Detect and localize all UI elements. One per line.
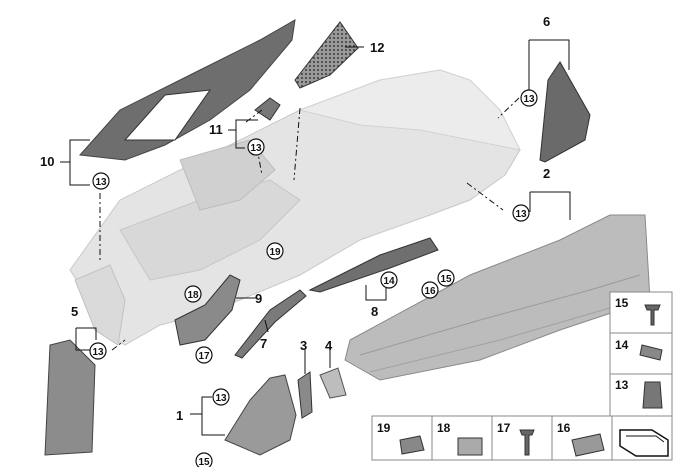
- svg-text:17: 17: [198, 351, 210, 362]
- svg-text:15: 15: [198, 457, 210, 467]
- label-3: 3: [300, 338, 307, 353]
- svg-text:13: 13: [523, 94, 535, 105]
- legend-side: 15 14 13: [609, 291, 673, 418]
- label-4: 4: [325, 338, 333, 353]
- callout-13-part11: 13: [247, 138, 265, 156]
- callout-16: 16: [421, 281, 439, 299]
- legend-17: 17: [497, 421, 511, 435]
- part-1-console-trim: [224, 374, 297, 456]
- part-10-trim-panel: [78, 19, 296, 161]
- label-2: 2: [543, 166, 550, 181]
- part-12-speaker-grille: [294, 21, 359, 89]
- label-11: 11: [209, 122, 223, 137]
- clip-14-icon: [639, 344, 663, 361]
- callout-15-cut: 15: [195, 452, 213, 467]
- svg-text:13: 13: [95, 177, 107, 188]
- part-9-bracket: [174, 274, 241, 346]
- svg-text:19: 19: [269, 247, 281, 258]
- part-4-clip: [319, 367, 347, 399]
- legend-16: 16: [557, 421, 571, 435]
- callout-15: 15: [437, 269, 455, 287]
- legend-14: 14: [615, 338, 629, 352]
- svg-text:13: 13: [515, 209, 527, 220]
- clip-16-icon: [571, 433, 605, 457]
- clip-18-icon: [457, 437, 483, 456]
- callout-18: 18: [184, 285, 202, 303]
- part-3-bracket: [297, 371, 313, 419]
- legend-13: 13: [615, 378, 629, 392]
- label-6: 6: [543, 14, 550, 29]
- label-8: 8: [371, 304, 378, 319]
- part-7-strip: [234, 289, 307, 359]
- legend-15: 15: [615, 296, 629, 310]
- svg-text:18: 18: [187, 290, 199, 301]
- label-5: 5: [71, 304, 78, 319]
- part-8-trim-strip: [308, 237, 439, 293]
- part-11-bracket: [254, 97, 281, 121]
- svg-text:16: 16: [424, 286, 436, 297]
- callout-13-part1: 13: [212, 388, 230, 406]
- callout-19: 19: [266, 242, 284, 260]
- callout-13-part5: 13: [89, 342, 107, 360]
- callout-13-part10: 13: [92, 172, 110, 190]
- legend-18: 18: [437, 421, 451, 435]
- svg-text:13: 13: [92, 347, 104, 358]
- callout-13-part2: 13: [512, 204, 530, 222]
- clip-13-icon: [642, 381, 663, 409]
- label-12: 12: [370, 40, 384, 55]
- svg-text:15: 15: [440, 274, 452, 285]
- screw-17-icon: [519, 429, 535, 456]
- svg-text:13: 13: [215, 393, 227, 404]
- dashboard-carrier: [69, 69, 521, 346]
- label-7: 7: [260, 336, 267, 351]
- callout-14: 14: [380, 271, 398, 289]
- clip-19-icon: [399, 435, 425, 455]
- svg-text:14: 14: [383, 276, 395, 287]
- svg-text:13: 13: [250, 143, 262, 154]
- screw-icon: [644, 304, 661, 326]
- label-1: 1: [176, 408, 183, 423]
- label-9: 9: [255, 291, 262, 306]
- callout-17: 17: [195, 346, 213, 364]
- part-2-trim-panel: [344, 214, 651, 381]
- callout-13-part6: 13: [520, 89, 538, 107]
- part-6-end-cover: [539, 61, 591, 163]
- label-10: 10: [40, 154, 54, 169]
- legend-bottom: 19 18 17 16: [371, 415, 673, 461]
- part-5-side-cover: [44, 339, 96, 456]
- legend-19: 19: [377, 421, 391, 435]
